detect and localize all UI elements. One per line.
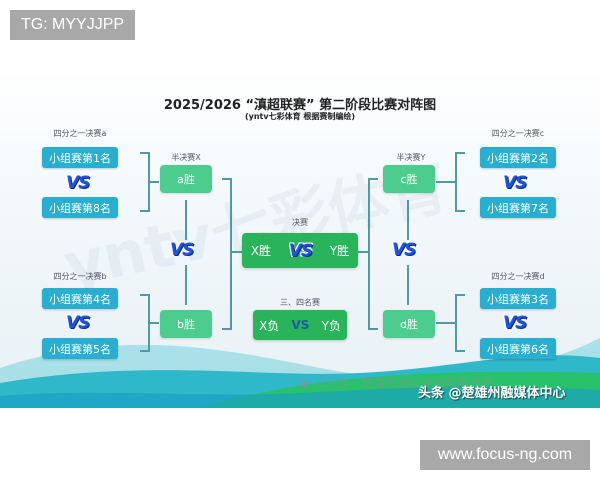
poster-title: 2025/2026 “滇超联赛” 第二阶段比赛对阵图 xyxy=(163,98,437,113)
qf-c-team-bottom: 小组赛第7名 xyxy=(480,197,556,218)
bracket-line xyxy=(436,181,455,183)
wave-background xyxy=(0,338,600,408)
semi-y-top: c胜 xyxy=(383,165,435,193)
vs-icon: VS xyxy=(288,240,313,261)
vs-icon: VS xyxy=(66,173,90,193)
qf-a-team-bottom: 小组赛第8名 xyxy=(42,197,118,218)
bracket-line xyxy=(140,294,150,352)
semi-x-bottom: b胜 xyxy=(160,310,212,338)
final-label: 决赛 xyxy=(292,218,308,227)
third-place-box: X负 VS Y负 xyxy=(253,310,347,340)
bracket-line xyxy=(222,178,232,330)
semi-x-label: 半决赛X xyxy=(171,153,201,162)
vs-icon: VS xyxy=(392,240,416,260)
bracket-line xyxy=(436,322,455,324)
bracket-line xyxy=(150,181,159,183)
final-left: X胜 xyxy=(250,244,272,258)
third-place-label: 三、四名赛 xyxy=(280,298,320,307)
bracket-line xyxy=(407,265,409,305)
qf-b-team-top: 小组赛第4名 xyxy=(42,288,118,309)
top-tag: TG: MYYJJPP xyxy=(10,10,135,40)
qf-c-team-top: 小组赛第2名 xyxy=(480,147,556,168)
bracket-line xyxy=(358,251,368,253)
bracket-line xyxy=(407,200,409,240)
bracket-line xyxy=(455,152,465,212)
toutiao-watermark: 头条 @楚雄州融媒体中心 xyxy=(418,386,566,401)
bracket-line xyxy=(185,265,187,305)
bracket-line xyxy=(150,322,159,324)
wechat-icon: ● xyxy=(300,376,311,390)
bracket-line xyxy=(368,178,378,330)
vs-icon: VS xyxy=(503,313,527,333)
bracket-poster: yntv七彩体育 2025/2026 “滇超联赛” 第二阶段比赛对阵图 (ynt… xyxy=(0,68,600,408)
vs-icon: VS xyxy=(170,240,194,260)
qf-a-label: 四分之一决赛a xyxy=(53,129,107,138)
qf-b-label: 四分之一决赛b xyxy=(53,272,107,281)
final-right: Y胜 xyxy=(329,244,350,258)
semi-x-top: a胜 xyxy=(160,165,212,193)
qf-a-team-top: 小组赛第1名 xyxy=(42,147,118,168)
bottom-tag: www.focus-ng.com xyxy=(420,440,590,470)
poster-subtitle: (yntv七彩体育 根据赛制编绘) xyxy=(244,112,356,121)
wechat-watermark: ● 公众号 · 楚雄彝族自治州体育总会 xyxy=(300,374,494,391)
semi-y-label: 半决赛Y xyxy=(396,153,426,162)
qf-d-label: 四分之一决赛d xyxy=(491,272,545,281)
bracket-line xyxy=(140,152,150,212)
vs-icon: VS xyxy=(503,173,527,193)
qf-b-team-bottom: 小组赛第5名 xyxy=(42,338,118,359)
third-right: Y负 xyxy=(321,318,341,333)
third-left: X负 xyxy=(259,318,280,333)
vs-icon: VS xyxy=(66,313,90,333)
qf-d-team-bottom: 小组赛第6名 xyxy=(480,338,556,359)
semi-y-bottom: d胜 xyxy=(383,310,435,338)
bracket-line xyxy=(232,251,242,253)
final-box: X胜 VS Y胜 xyxy=(242,233,358,268)
third-vs: VS xyxy=(291,318,310,332)
wechat-watermark-text: 公众号 · 楚雄彝族自治州体育总会 xyxy=(314,376,494,390)
qf-c-label: 四分之一决赛c xyxy=(491,129,545,138)
qf-d-team-top: 小组赛第3名 xyxy=(480,288,556,309)
bracket-line xyxy=(185,200,187,240)
bracket-line xyxy=(455,294,465,352)
